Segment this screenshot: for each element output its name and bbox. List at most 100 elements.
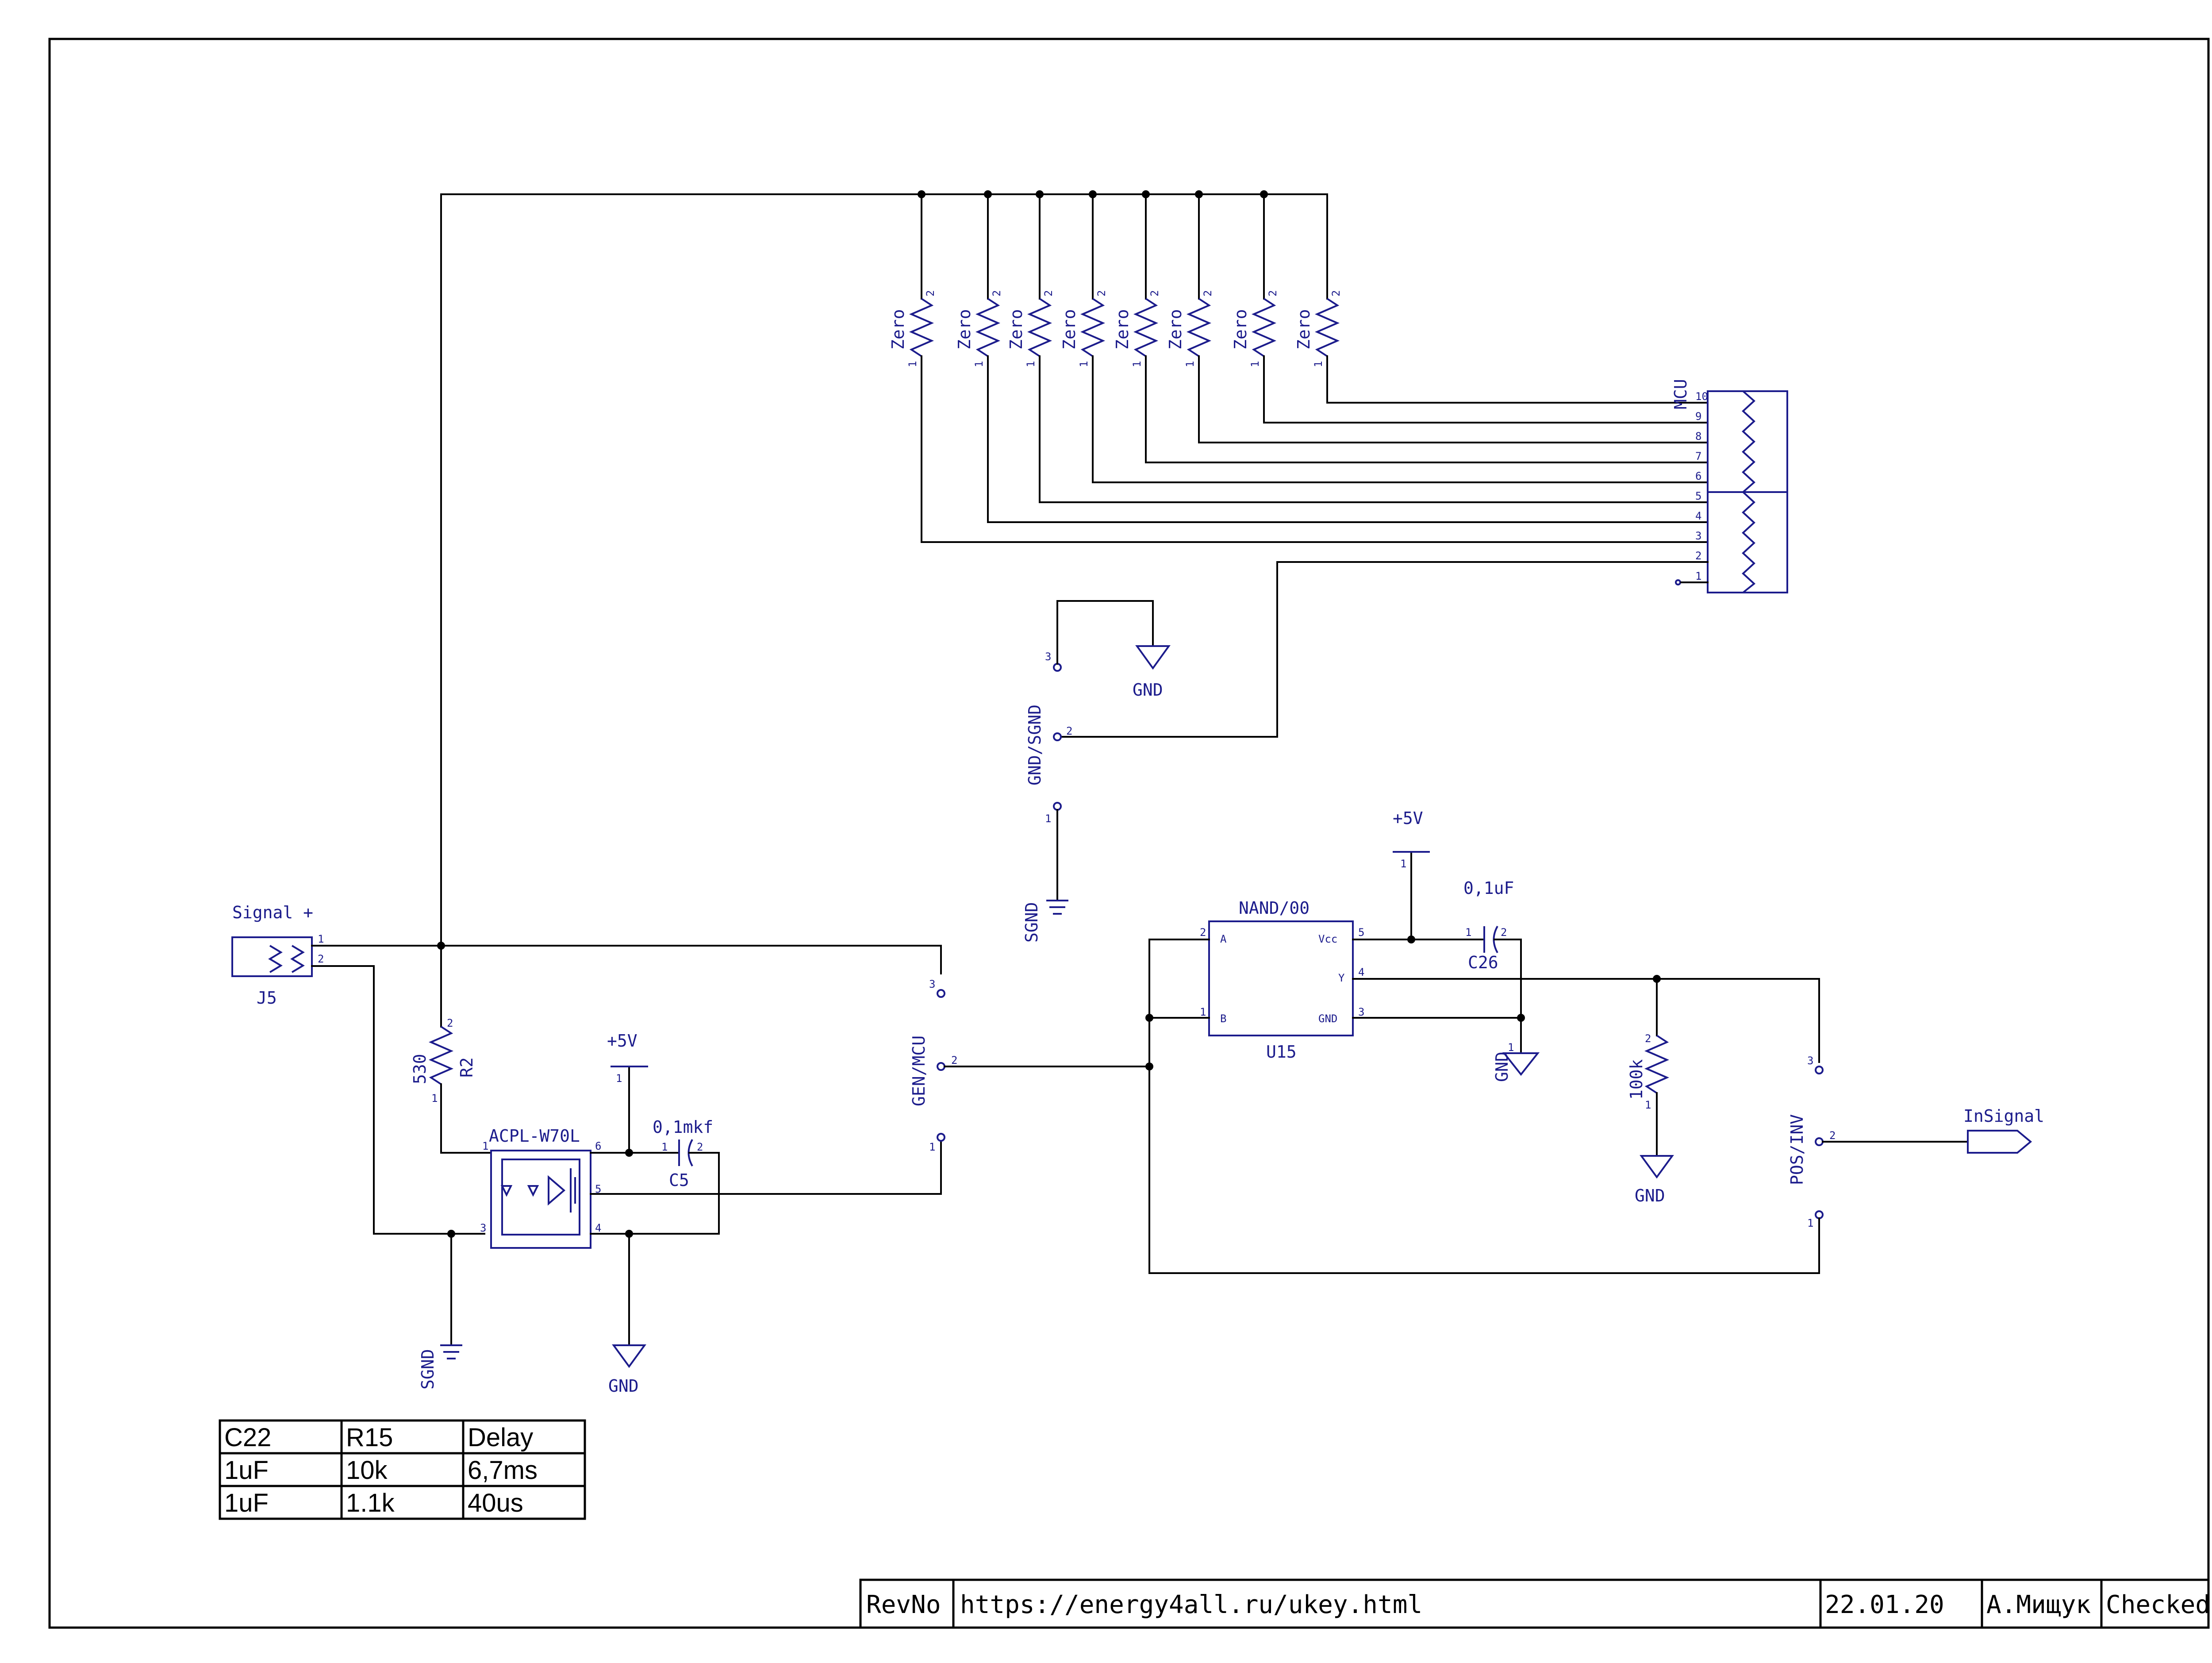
opto-wires <box>450 1066 942 1346</box>
gnd-symbol-opto: GND <box>608 1344 646 1396</box>
c5-pin2: 2 <box>697 1141 703 1153</box>
gen-mcu-switch[interactable]: 3 2 1 GEN/MCU <box>909 978 1150 1153</box>
vcc-label-nand: +5V <box>1393 808 1423 828</box>
opto-name: ACPL-W70L <box>489 1126 580 1146</box>
zero-resistor-pin2: 2 <box>1042 290 1055 296</box>
mcu-pin-number: 4 <box>1695 510 1701 522</box>
insignal-label: InSignal <box>1963 1106 2044 1126</box>
sheet-frame <box>48 38 2210 1629</box>
j5-pin1: 1 <box>318 933 324 945</box>
gen-mcu-pin3: 3 <box>929 978 935 990</box>
zero-resistor-value: Zero <box>888 309 908 350</box>
zero-resistor: Zero 2 1 <box>1231 190 1709 423</box>
zero-resistor-value: Zero <box>1060 309 1079 350</box>
nand-pin-y: Y <box>1338 972 1345 984</box>
gnd-pin-nand: 1 <box>1508 1041 1514 1054</box>
zero-resistor-pin2: 2 <box>1330 290 1342 296</box>
title-block: RevNo https://energy4all.ru/ukey.html 22… <box>859 1578 2210 1629</box>
r2-pin1: 1 <box>431 1092 438 1105</box>
c5-value: 0,1mkf <box>653 1117 713 1137</box>
gnd-sgnd-pin1: 1 <box>1045 812 1051 825</box>
opto-pin3: 3 <box>480 1222 486 1234</box>
pos-inv-switch[interactable]: 3 2 1 POS/INV <box>1787 1055 1969 1238</box>
mcu-pin2-wire <box>1061 561 1709 738</box>
j5-ref: J5 <box>257 988 277 1008</box>
junction-dot <box>1260 190 1268 198</box>
zero-resistor: Zero 2 1 <box>1166 190 1709 443</box>
zero-resistor-pin1: 1 <box>1025 361 1037 367</box>
nand-pin-gnd: GND <box>1318 1012 1337 1025</box>
zero-resistor: Zero 2 1 <box>1113 190 1709 463</box>
mcu-pin-number: 7 <box>1695 450 1701 462</box>
gnd-label-nand: GND <box>1492 1051 1512 1082</box>
zero-resistor: Zero 2 1 <box>1060 190 1709 483</box>
zero-resistor-value: Zero <box>1006 309 1026 350</box>
c26-ref: C26 <box>1468 953 1498 972</box>
r100k-pin2: 2 <box>1645 1032 1651 1045</box>
table-cell: 10k <box>346 1456 388 1485</box>
nand-num-2: 2 <box>1200 926 1206 939</box>
gnd-symbol-nand: GND 1 <box>1492 1041 1540 1082</box>
zero-resistor: Zero 2 1 <box>888 190 1709 543</box>
mcu-pin-number: 6 <box>1695 470 1701 482</box>
zero-resistor-pin1: 1 <box>1249 361 1261 367</box>
opto-pin1: 1 <box>482 1140 488 1152</box>
j5-connector[interactable]: Signal + J5 1 2 <box>231 903 324 1008</box>
opto-pin5: 5 <box>595 1183 601 1195</box>
mcu-pin-number: 8 <box>1695 430 1701 443</box>
zero-resistor-pin1: 1 <box>1184 361 1196 367</box>
mcu-pin-number: 10 <box>1695 390 1708 403</box>
zero-resistor-value: Zero <box>955 309 974 350</box>
zero-resistor-value: Zero <box>1113 309 1132 350</box>
c26-value: 0,1uF <box>1463 878 1514 898</box>
title-author: А.Мищук <box>1986 1590 2091 1619</box>
nand-num-1: 1 <box>1200 1006 1206 1018</box>
vcc-label-opto: +5V <box>607 1031 637 1051</box>
gnd-sgnd-switch[interactable]: 3 2 1 GND/SGND <box>1025 600 1154 901</box>
opto-pin4: 4 <box>595 1222 601 1234</box>
table-cell: 1.1k <box>346 1489 395 1517</box>
zero-resistor-pin1: 1 <box>973 361 985 367</box>
gnd-symbol-top: GND <box>1133 645 1171 700</box>
sgnd-symbol-bottom: SGND <box>418 1344 462 1390</box>
title-url: https://energy4all.ru/ukey.html <box>960 1590 1422 1619</box>
junction-dot <box>1195 190 1203 198</box>
zero-resistor-group: Zero21Zero21Zero21Zero21Zero21Zero21Zero… <box>888 190 1709 543</box>
r2-pin2: 2 <box>447 1017 453 1029</box>
sgnd-label-bottom: SGND <box>418 1349 438 1390</box>
zero-resistor-value: Zero <box>1231 309 1250 350</box>
junction-dot <box>1036 190 1044 198</box>
pos-inv-pin2: 2 <box>1829 1129 1836 1142</box>
opto-pin6: 6 <box>595 1140 601 1152</box>
zero-resistor-pin2: 2 <box>991 290 1003 296</box>
table-header-r15: R15 <box>346 1423 393 1452</box>
vcc-symbol-nand: +5V 1 <box>1393 808 1430 870</box>
zero-resistor-pin1: 1 <box>906 361 919 367</box>
zero-resistor-pin2: 2 <box>924 290 937 296</box>
vcc-pin-nand: 1 <box>1400 858 1406 870</box>
nand-pin-vcc: Vcc <box>1318 933 1337 945</box>
c5-capacitor: 0,1mkf C5 1 2 <box>653 1117 713 1190</box>
c26-capacitor: 0,1uF C26 1 2 <box>1463 878 1522 1054</box>
gnd-sgnd-pin2: 2 <box>1066 725 1072 737</box>
optocoupler: ACPL-W70L 1 3 6 5 4 <box>480 1126 601 1249</box>
nand-gate-u15: NAND/00 U15 A B Vcc Y GND 2 1 5 4 3 <box>1200 898 1364 1062</box>
top-bus <box>440 193 1328 947</box>
delay-table: C22 R15 Delay 1uF 10k 6,7ms 1uF 1.1k 40u… <box>219 1419 586 1520</box>
r2-ref: R2 <box>457 1057 476 1078</box>
mcu-header: MCU <box>1671 379 1788 593</box>
gnd-sgnd-label: GND/SGND <box>1025 704 1045 785</box>
r2-value: 530 <box>410 1054 430 1084</box>
zero-resistor-pin2: 2 <box>1267 290 1279 296</box>
nand-wires <box>1148 851 1820 1274</box>
zero-resistor: Zero 2 1 <box>955 190 1709 523</box>
gnd-label-100k: GND <box>1635 1186 1665 1205</box>
r100k-pin1: 1 <box>1645 1099 1651 1111</box>
gen-mcu-pin2: 2 <box>951 1054 957 1066</box>
nand-num-4: 4 <box>1358 966 1364 978</box>
zero-resistor-pin2: 2 <box>1148 290 1161 296</box>
table-header-c22: C22 <box>224 1423 271 1452</box>
zero-resistor-pin2: 2 <box>1095 290 1108 296</box>
